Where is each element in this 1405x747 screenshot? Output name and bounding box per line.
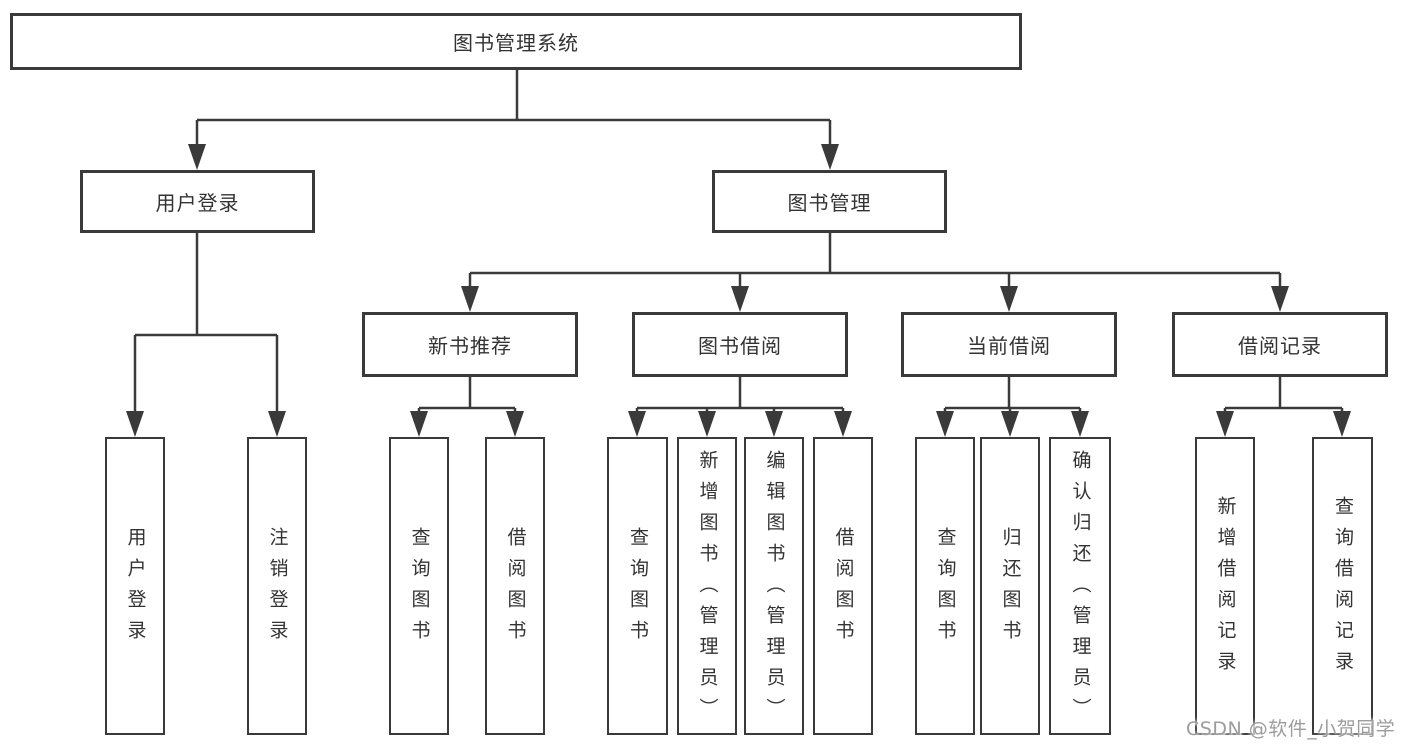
leaf-edit-book-admin: 编辑图书（管理员） bbox=[744, 437, 804, 735]
node-borrow-records: 借阅记录 bbox=[1172, 312, 1388, 377]
leaf-query-borrow-record: 查询借阅记录 bbox=[1312, 437, 1373, 735]
leaf-borrow-books: 借阅图书 bbox=[813, 437, 873, 735]
leaf-add-book-admin: 新增图书（管理员） bbox=[677, 437, 737, 735]
leaf-query-books-borrow: 查询图书 bbox=[607, 437, 668, 735]
watermark: CSDN @软件_小贺同学 bbox=[1186, 718, 1396, 740]
leaf-add-borrow-record: 新增借阅记录 bbox=[1195, 437, 1255, 735]
leaf-user-login: 用户登录 bbox=[105, 437, 165, 735]
leaf-logout: 注销登录 bbox=[247, 437, 307, 735]
arrow-down-icons bbox=[126, 144, 1351, 437]
leaf-confirm-return-admin: 确认归还（管理员） bbox=[1049, 437, 1111, 735]
node-book-borrow: 图书借阅 bbox=[632, 312, 848, 377]
leaf-query-books-recommend: 查询图书 bbox=[389, 437, 449, 735]
node-current-borrow: 当前借阅 bbox=[901, 312, 1117, 377]
node-library-system: 图书管理系统 bbox=[10, 13, 1022, 70]
node-book-management: 图书管理 bbox=[712, 170, 947, 233]
leaf-query-books-current: 查询图书 bbox=[915, 437, 975, 735]
leaf-return-books: 归还图书 bbox=[980, 437, 1040, 735]
node-user-login: 用户登录 bbox=[80, 170, 315, 233]
node-new-book-recommend: 新书推荐 bbox=[362, 312, 578, 377]
leaf-borrow-books-recommend: 借阅图书 bbox=[485, 437, 545, 735]
